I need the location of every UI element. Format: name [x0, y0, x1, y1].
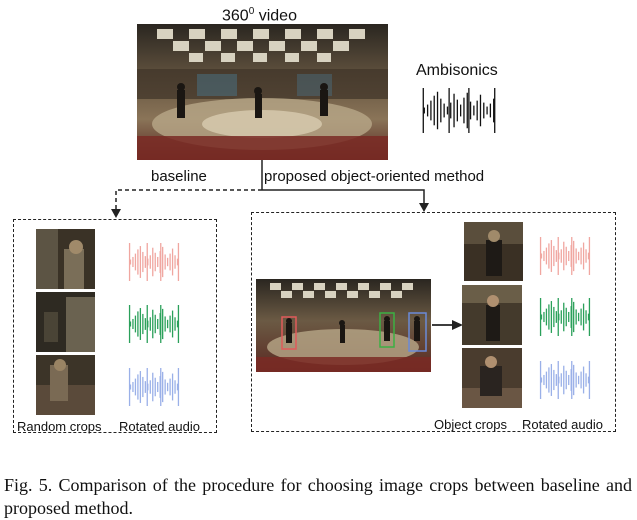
rotated-audio-label-baseline: Rotated audio [119, 419, 200, 434]
rotated-audio-wave-blue-proposed [539, 361, 591, 399]
random-crops-label: Random crops [17, 419, 102, 434]
proposed-method-label: proposed object-oriented method [264, 168, 485, 185]
proposed-box [251, 212, 616, 432]
object-crops-label: Object crops [434, 417, 507, 432]
panorama-360-image [137, 24, 388, 160]
random-crop-2 [36, 292, 95, 352]
object-crop-3 [462, 348, 522, 408]
rotated-audio-wave-green-baseline [128, 305, 180, 343]
ambisonics-label: Ambisonics [416, 62, 498, 79]
detection-arrow [432, 320, 463, 330]
panorama-with-detections [256, 279, 431, 372]
random-crop-1 [36, 229, 95, 289]
figure-caption: Fig. 5. Comparison of the procedure for … [4, 475, 632, 518]
ambisonics-waveform [422, 88, 496, 133]
rotated-audio-wave-red-proposed [539, 237, 591, 275]
video-label: 3600 video [222, 6, 297, 25]
rotated-audio-wave-blue-baseline [128, 368, 180, 406]
object-crop-2 [462, 285, 522, 345]
branch-arrows [111, 160, 429, 218]
object-crop-1 [464, 222, 523, 281]
rotated-audio-wave-red-baseline [128, 243, 180, 281]
random-crop-3 [36, 355, 95, 415]
rotated-audio-label-proposed: Rotated audio [522, 417, 603, 432]
rotated-audio-wave-green-proposed [539, 298, 591, 336]
baseline-box [13, 219, 217, 433]
baseline-label: baseline [151, 168, 207, 185]
